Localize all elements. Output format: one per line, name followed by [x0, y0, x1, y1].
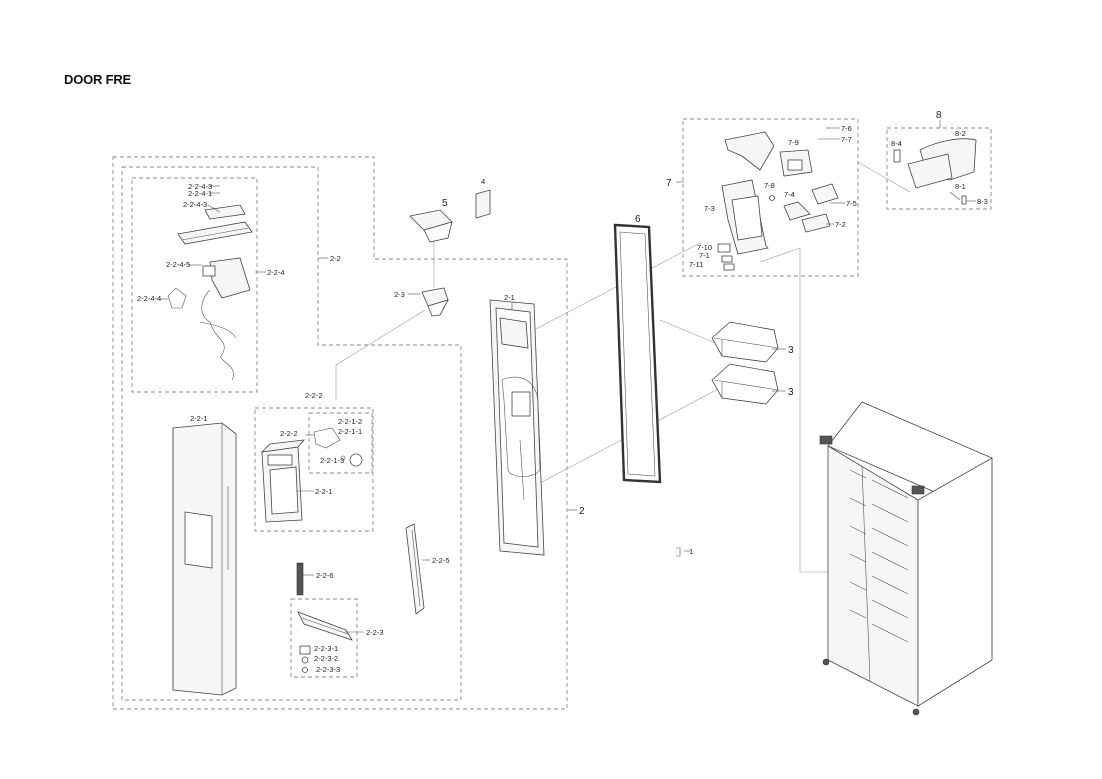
part-1-clip	[676, 547, 681, 557]
label-7-6: 7-6	[841, 124, 852, 133]
label-2-2-1-sub: 2-2-1	[315, 487, 333, 496]
label-8-4: 8-4	[891, 139, 902, 148]
label-8: 8	[936, 110, 942, 121]
part-2-2-4-assembly	[167, 204, 253, 381]
label-2-2-4-4: 2-2-4-4	[137, 294, 161, 303]
label-8-2: 8-2	[955, 129, 966, 138]
group-box-8	[886, 127, 992, 210]
label-2: 2	[579, 506, 585, 517]
leader-lines	[160, 120, 976, 633]
label-3-upper: 3	[788, 345, 794, 356]
label-2-2-3-3: 2-2-3-3	[316, 665, 340, 674]
label-7-7: 7-7	[841, 135, 852, 144]
part-2-3	[421, 287, 449, 317]
label-7-3: 7-3	[704, 204, 715, 213]
label-2-2-5: 2-2-5	[432, 556, 450, 565]
label-2-2-2-top: 2-2-2	[305, 391, 323, 400]
label-2-2-1-1: 2-2-1-1	[338, 427, 362, 436]
group-box-7	[682, 118, 859, 277]
label-7-2: 7-2	[835, 220, 846, 229]
label-2-2-1-3: 2-2-1-3	[320, 456, 344, 465]
label-2-2-4: 2-2-4	[267, 268, 285, 277]
part-3-bin-upper	[711, 321, 779, 363]
part-1-refrigerator-cabinet	[819, 401, 993, 716]
part-labels: 2 2-2 2-3 2-1 1 3 3 4 5 6 7 8 7-6 7-7 7-…	[137, 110, 988, 674]
label-2-2-1: 2-2-1	[190, 414, 208, 423]
label-2-2-4-3-top: 2-2-4-3	[188, 182, 212, 191]
part-7-assembly	[717, 131, 839, 271]
group-box-2-2-4	[131, 177, 258, 393]
label-7-1: 7-1	[699, 251, 710, 260]
group-box-2-2	[121, 166, 462, 701]
label-7-9: 7-9	[788, 138, 799, 147]
label-2-2-3-2: 2-2-3-2	[314, 654, 338, 663]
label-5: 5	[442, 198, 448, 209]
page-title: DOOR FRE	[64, 72, 132, 87]
part-5	[409, 209, 453, 243]
label-7: 7	[666, 178, 672, 189]
label-7-8: 7-8	[764, 181, 775, 190]
label-2-2-2: 2-2-2	[280, 429, 298, 438]
part-2-2-2-dispenser	[260, 427, 363, 523]
label-4: 4	[481, 177, 485, 186]
label-2-2-4-3: 2-2-4-3	[183, 200, 207, 209]
part-2-2-6-strip	[296, 562, 304, 596]
label-2-2-3-1: 2-2-3-1	[314, 644, 338, 653]
group-box-2-2-2	[254, 407, 374, 532]
label-2-2-4-1: 2-2-4-1	[188, 189, 212, 198]
label-2-2: 2-2	[330, 254, 341, 263]
label-2-2-4-5: 2-2-4-5	[166, 260, 190, 269]
part-2-2-1-door-panel	[172, 422, 237, 696]
label-2-2-6: 2-2-6	[316, 571, 334, 580]
part-2-2-3-assembly	[297, 611, 353, 673]
label-2-1: 2-1	[504, 293, 515, 302]
group-box-2-2-1	[308, 412, 373, 474]
label-7-5: 7-5	[846, 199, 857, 208]
group-box-2-2-3	[290, 598, 358, 678]
label-2-2-1-2: 2-2-1-2	[338, 417, 362, 426]
shelf-lines	[849, 469, 909, 643]
part-2-2-5-trim	[405, 523, 425, 615]
label-2-2-3: 2-2-3	[366, 628, 384, 637]
part-3-bin-lower	[711, 363, 779, 405]
label-6: 6	[635, 214, 641, 225]
label-8-3: 8-3	[977, 197, 988, 206]
label-7-10: 7-10	[697, 243, 712, 252]
label-8-1: 8-1	[955, 182, 966, 191]
label-2-3: 2-3	[394, 290, 405, 299]
label-7-11: 7-11	[689, 260, 703, 269]
label-1: 1	[689, 547, 693, 556]
part-4	[475, 189, 491, 219]
label-3-lower: 3	[788, 387, 794, 398]
label-7-4: 7-4	[784, 190, 795, 199]
part-2-1-door-liner	[489, 299, 545, 556]
part-8-assembly	[893, 138, 977, 205]
group-box-2	[112, 156, 568, 710]
part-6-gasket	[613, 223, 662, 484]
